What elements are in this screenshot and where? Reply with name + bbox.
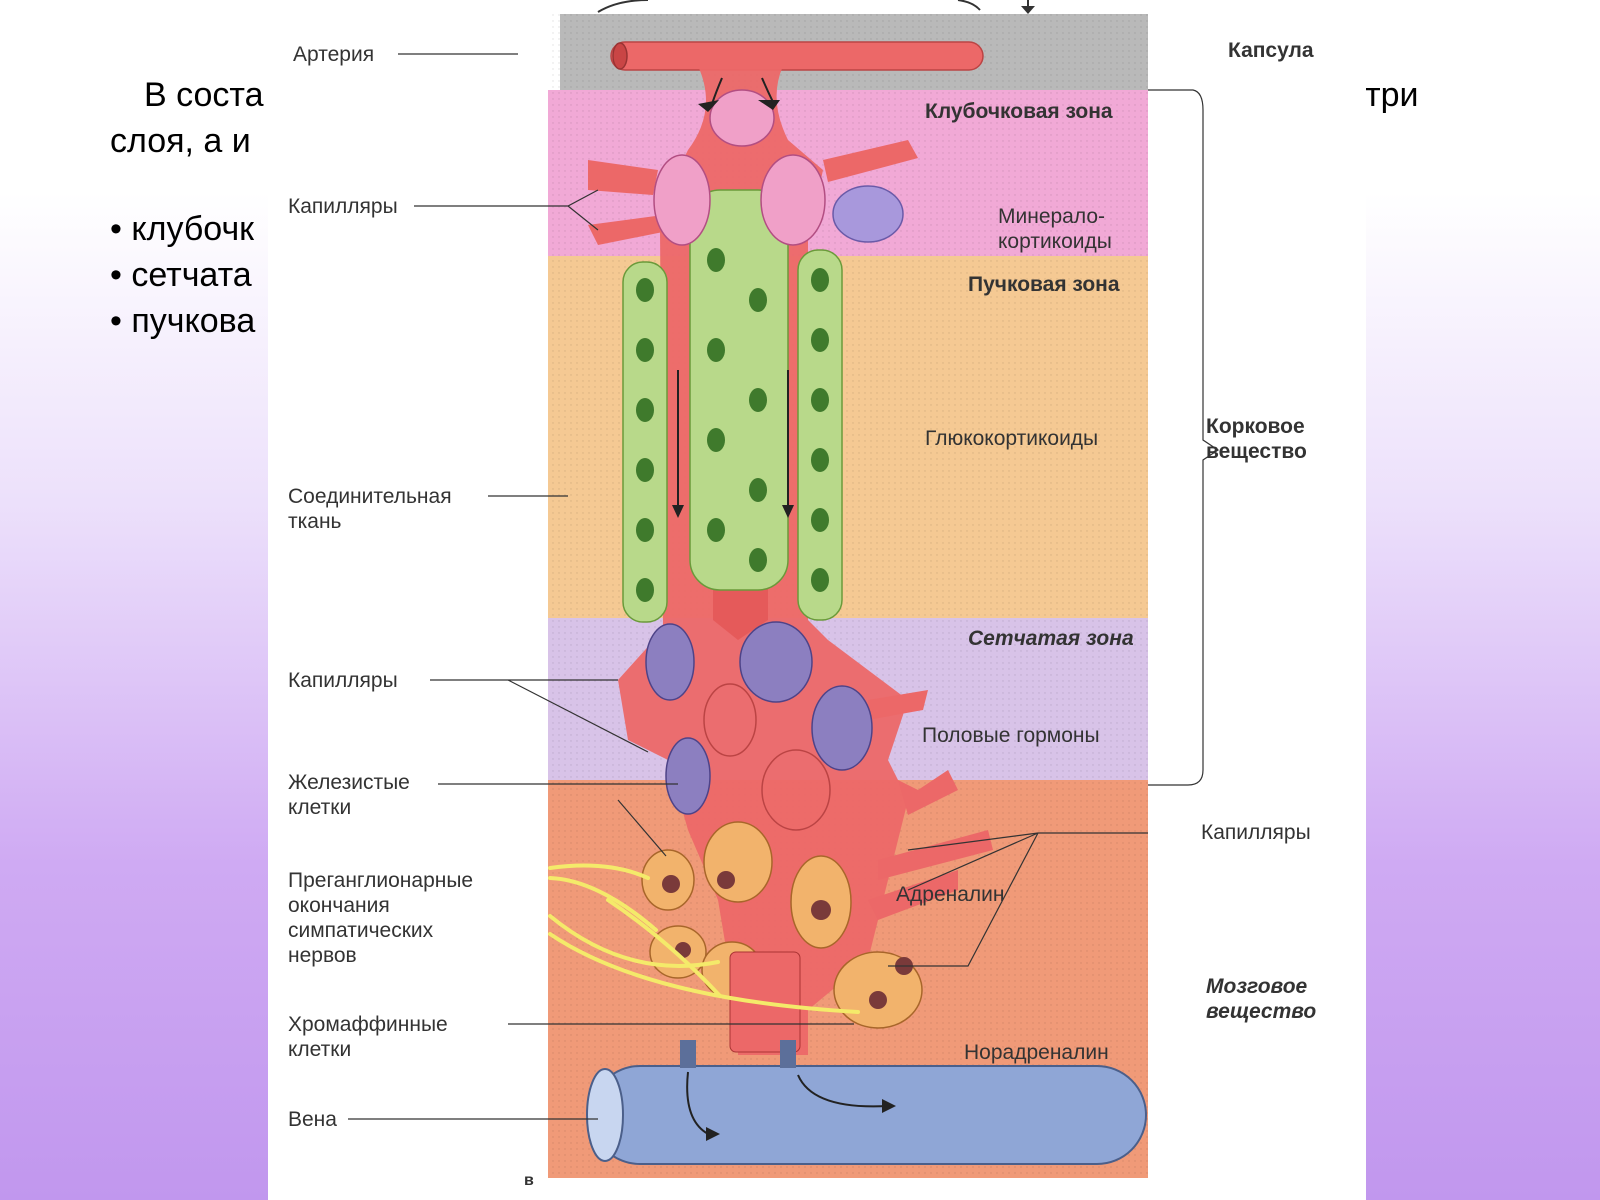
label-vein: Вена <box>288 1108 337 1131</box>
list-item: • клубочк <box>110 210 255 248</box>
label-panel-letter: в <box>524 1172 534 1189</box>
label-capillaries-mid: Капилляры <box>288 669 398 692</box>
sympathetic-nerves <box>548 863 860 1014</box>
list-item: • сетчата <box>110 256 252 294</box>
vein-vessel <box>590 1065 1147 1165</box>
label-medulla: Мозговое вещество <box>1206 975 1317 1023</box>
adrenal-gland-diagram: Артерия Капилляры Соединительная ткань К… <box>268 0 1366 1200</box>
leader-lines <box>348 53 1220 1120</box>
label-zona-fasciculata: Пучковая зона <box>968 273 1120 296</box>
glomerulosa-cells <box>653 89 826 246</box>
slide-text: В соста слоя, а и • клубочк • сетчата • … <box>110 72 1460 344</box>
label-preganglionic: Преганглионарные окончания симпатических… <box>288 869 474 967</box>
label-capillaries-top: Капилляры <box>288 195 398 218</box>
fasciculata-cells <box>622 189 843 623</box>
label-glucocorticoids: Глюкокортикоиды <box>925 427 1099 450</box>
list-item: • пучкова <box>110 302 256 340</box>
label-sex-hormones: Половые гормоны <box>922 724 1100 747</box>
zone-list: • клубочк • сетчата • пучкова <box>110 206 1460 344</box>
intro-line2: слоя, а и <box>110 122 251 160</box>
intro-paragraph: В соста <box>110 72 1460 118</box>
label-adrenaline: Адреналин <box>896 883 1005 906</box>
label-zona-glomerulosa: Клубочковая зона <box>925 100 1113 123</box>
reticularis-cells <box>645 621 873 815</box>
label-capillaries-right: Капилляры <box>1201 821 1311 844</box>
artery-vessel <box>610 41 984 71</box>
adrenal-illustration <box>348 0 1220 1178</box>
intro-line-2: слоя, а и <box>110 118 1460 164</box>
label-zona-reticularis: Сетчатая зона <box>968 627 1134 650</box>
label-mineralocorticoids: Минерало- кортикоиды <box>998 205 1112 253</box>
intro-start: В соста <box>144 76 264 114</box>
label-noradrenaline: Норадреналин <box>964 1041 1109 1064</box>
label-chromaffin: Хромаффинные клетки <box>288 1013 448 1061</box>
label-cortex: Корковое вещество <box>1206 415 1307 463</box>
label-connective-tissue: Соединительная ткань <box>288 485 452 533</box>
label-artery: Артерия <box>293 43 375 66</box>
label-glandular-cells: Железистые клетки <box>288 771 410 819</box>
label-capsule: Капсула <box>1228 39 1314 62</box>
